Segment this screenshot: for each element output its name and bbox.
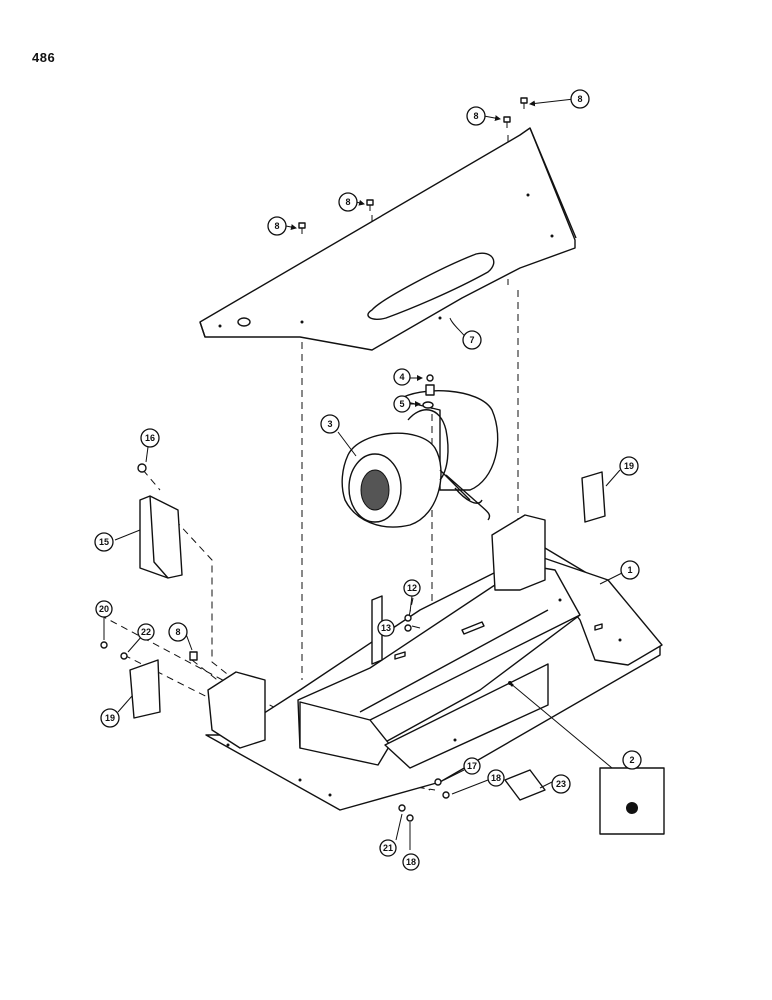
svg-text:18: 18 xyxy=(406,857,416,867)
svg-text:19: 19 xyxy=(105,713,115,723)
callout-20: 20 xyxy=(95,600,113,618)
callout-8-b: 8 xyxy=(466,106,486,126)
svg-text:22: 22 xyxy=(141,627,151,637)
svg-text:23: 23 xyxy=(556,779,566,789)
callout-18-b: 18 xyxy=(402,853,420,871)
svg-text:2: 2 xyxy=(629,755,634,765)
callout-3: 3 xyxy=(320,414,340,434)
svg-text:17: 17 xyxy=(467,761,477,771)
top-cover-panel xyxy=(199,127,577,351)
svg-text:8: 8 xyxy=(473,111,478,121)
svg-text:8: 8 xyxy=(274,221,279,231)
leader-lines xyxy=(103,98,633,850)
svg-text:3: 3 xyxy=(327,419,332,429)
gaskets-19 xyxy=(129,471,606,719)
bracket-15 xyxy=(137,463,183,579)
callout-22: 22 xyxy=(137,623,155,641)
callout-1: 1 xyxy=(620,560,640,580)
svg-text:7: 7 xyxy=(469,335,474,345)
callout-8-d: 8 xyxy=(267,216,287,236)
callout-21: 21 xyxy=(379,839,397,857)
svg-text:1: 1 xyxy=(627,565,632,575)
page-number: 486 xyxy=(32,50,56,65)
callout-18-a: 18 xyxy=(487,769,505,787)
svg-text:4: 4 xyxy=(399,372,404,382)
svg-text:8: 8 xyxy=(345,197,350,207)
svg-text:12: 12 xyxy=(407,583,417,593)
svg-text:8: 8 xyxy=(577,94,582,104)
svg-text:8: 8 xyxy=(175,627,180,637)
svg-text:21: 21 xyxy=(383,843,393,853)
callout-8-e: 8 xyxy=(168,622,188,642)
base-housing xyxy=(205,514,663,811)
svg-text:15: 15 xyxy=(99,537,109,547)
svg-text:16: 16 xyxy=(145,433,155,443)
callout-19-a: 19 xyxy=(619,456,639,476)
callout-4: 4 xyxy=(393,368,411,386)
detail-box-2 xyxy=(508,681,665,835)
callouts: 8 8 8 8 8 7 4 5 3 16 15 19 1 12 13 20 22… xyxy=(94,89,642,871)
svg-text:13: 13 xyxy=(381,623,391,633)
callout-16: 16 xyxy=(140,428,160,448)
callout-8-c: 8 xyxy=(338,192,358,212)
small-hardware xyxy=(100,614,546,822)
svg-text:20: 20 xyxy=(99,604,109,614)
callout-15: 15 xyxy=(94,532,114,552)
callout-8-a: 8 xyxy=(570,89,590,109)
callout-17: 17 xyxy=(463,757,481,775)
callout-23: 23 xyxy=(551,774,571,794)
callout-19-b: 19 xyxy=(100,708,120,728)
svg-text:18: 18 xyxy=(491,773,501,783)
svg-text:5: 5 xyxy=(399,399,404,409)
callout-7: 7 xyxy=(462,330,482,350)
callout-5: 5 xyxy=(393,395,411,413)
callout-13: 13 xyxy=(377,619,395,637)
blower-assembly xyxy=(341,374,499,528)
callout-12: 12 xyxy=(403,579,421,597)
callout-2: 2 xyxy=(622,750,642,770)
svg-text:19: 19 xyxy=(624,461,634,471)
top-screws xyxy=(298,97,528,234)
